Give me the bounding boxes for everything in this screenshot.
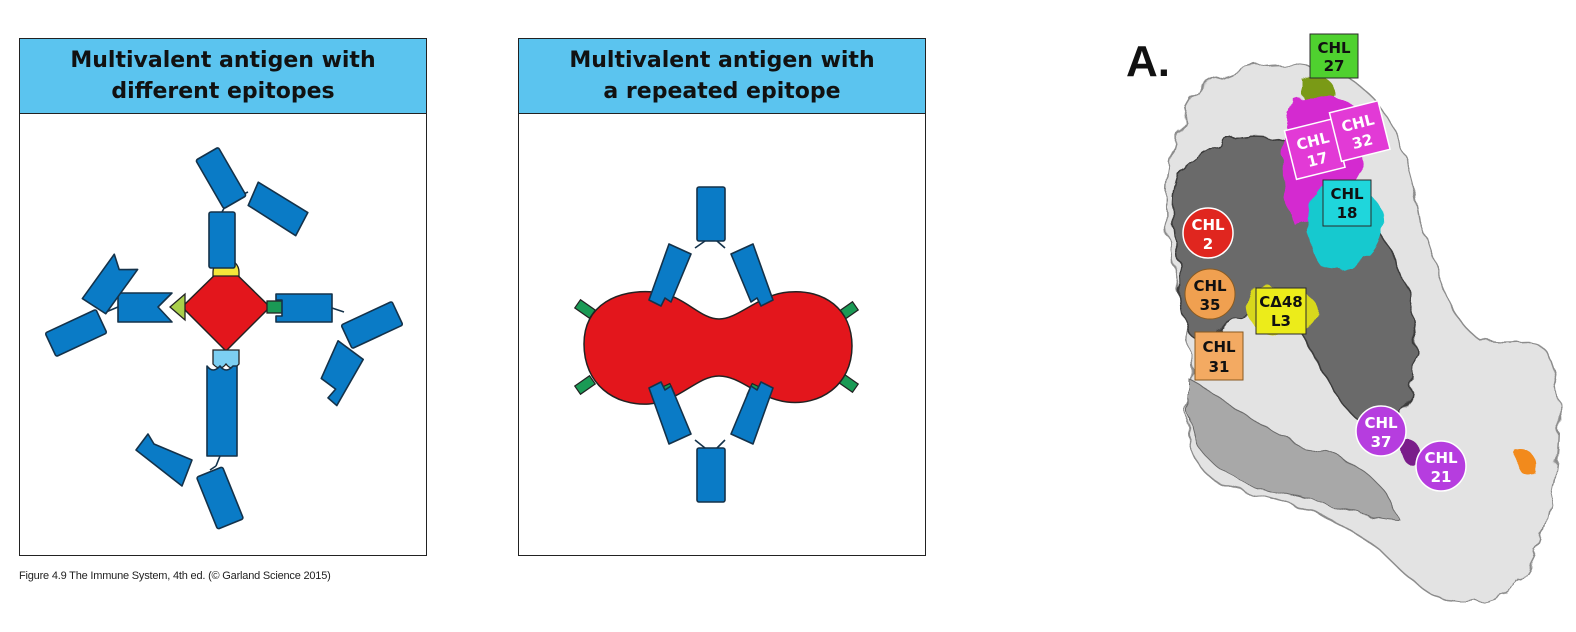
label-c48-l3: CΔ48 L3	[1255, 287, 1307, 335]
label-line-1: CHL	[1191, 216, 1225, 234]
label-line-2: 21	[1431, 468, 1452, 486]
label-line-1: CΔ48	[1259, 293, 1303, 311]
patch-orange	[1514, 449, 1536, 475]
antibody-arm	[81, 253, 139, 315]
label-chl-18: CHL 18	[1322, 179, 1372, 227]
antibody-top	[195, 147, 309, 269]
label-line-2: 17	[1305, 148, 1330, 171]
antibody-arm	[730, 243, 774, 307]
antibody-left	[44, 253, 173, 357]
panel-different-epitopes: Multivalent antigen with different epito…	[19, 38, 427, 556]
antibody-arm	[648, 243, 692, 307]
label-line-2: 18	[1337, 204, 1358, 222]
label-chl-32: CHL 32	[1328, 99, 1391, 163]
label-chl-2: CHL 2	[1182, 207, 1234, 259]
epitope-green	[266, 300, 284, 314]
antibody-right	[275, 293, 404, 407]
antibody-arm	[648, 381, 692, 445]
antibody-arm	[135, 433, 193, 487]
label-line-1: CHL	[1193, 277, 1227, 295]
antibody-stem	[208, 211, 236, 269]
surface-mid	[1189, 379, 1401, 521]
antibody-bottom	[135, 365, 244, 530]
antibody-stem	[696, 447, 726, 503]
panel-repeated-epitope: Multivalent antigen with a repeated epit…	[518, 38, 926, 556]
label-chl-37: CHL 37	[1355, 405, 1407, 457]
antibody-arm	[320, 339, 364, 407]
antibody-bottom	[648, 381, 774, 503]
panel-title: Multivalent antigen with different epito…	[70, 48, 376, 104]
epitope-tab	[573, 374, 597, 396]
label-line-1: CHL	[1330, 185, 1364, 203]
label-chl-17: CHL 17	[1283, 117, 1346, 181]
antibody-arm	[730, 381, 774, 445]
antibody-hinge	[331, 307, 345, 313]
different-epitopes-diagram	[44, 147, 404, 530]
antibody-arm	[44, 309, 108, 357]
label-line-2: 27	[1324, 57, 1345, 75]
label-line-1: CHL	[1317, 39, 1351, 57]
antibody-arm	[195, 147, 247, 209]
antibody-arm	[340, 301, 404, 349]
label-chl-31: CHL 31	[1194, 331, 1244, 381]
label-chl-21: CHL 21	[1415, 440, 1467, 492]
label-chl-35: CHL 35	[1184, 268, 1236, 320]
antigen-peanut	[583, 290, 853, 405]
label-line-1: CHL	[1364, 414, 1398, 432]
figure-caption: Figure 4.9 The Immune System, 4th ed. (©…	[19, 570, 331, 582]
antibody-hinge	[209, 455, 221, 471]
antibody-arm	[196, 466, 244, 530]
repeated-epitope-diagram	[573, 186, 860, 503]
panel-header: Multivalent antigen with a repeated epit…	[519, 39, 925, 114]
antibody-stem	[696, 186, 726, 242]
antibody-stem	[206, 365, 238, 457]
protein-structure-panel: A. CHL 27 CHL 17 CHL 32 CHL 18 CHL 2	[1126, 33, 1561, 604]
panel-title: Multivalent antigen with a repeated epit…	[569, 48, 875, 104]
label-line-2: 31	[1209, 358, 1230, 376]
antibody-stem	[275, 293, 333, 323]
label-line-1: CHL	[1424, 449, 1458, 467]
antibody-top	[648, 186, 774, 307]
label-line-2: 32	[1350, 130, 1375, 153]
antibody-arm	[247, 181, 309, 237]
label-line-2: L3	[1271, 312, 1291, 330]
epitope-lightgreen	[169, 292, 186, 322]
antibody-hinge	[694, 240, 726, 249]
label-line-2: 35	[1200, 296, 1221, 314]
panel-letter: A.	[1126, 37, 1170, 86]
patch-purple	[1399, 439, 1421, 465]
label-line-2: 2	[1203, 235, 1213, 253]
label-line-2: 37	[1371, 433, 1392, 451]
label-line-1: CHL	[1202, 338, 1236, 356]
antibody-hinge	[694, 439, 726, 449]
panel-header: Multivalent antigen with different epito…	[20, 39, 426, 114]
antibody-stem	[117, 292, 173, 323]
antigen-diamond	[180, 262, 272, 353]
label-chl-27: CHL 27	[1309, 33, 1359, 79]
